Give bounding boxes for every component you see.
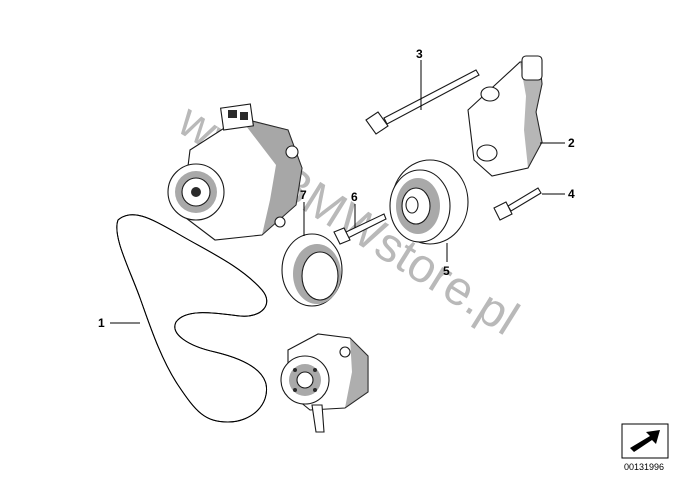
tensioner-bracket bbox=[467, 55, 543, 177]
arrow-stamp-icon bbox=[621, 423, 669, 459]
idler-pulley bbox=[281, 233, 343, 307]
short-bolt bbox=[493, 187, 542, 221]
callout-5: 5 bbox=[443, 264, 450, 278]
diagram-id: 00131996 bbox=[624, 462, 664, 472]
tensioner-pulley bbox=[389, 159, 469, 245]
ac-compressor bbox=[167, 103, 303, 241]
drive-belt bbox=[116, 214, 268, 423]
leader-lines bbox=[110, 60, 565, 324]
callout-3: 3 bbox=[416, 47, 423, 61]
callout-6: 6 bbox=[351, 190, 358, 204]
power-steering-pump bbox=[280, 333, 369, 433]
callout-1: 1 bbox=[98, 316, 105, 330]
callout-4: 4 bbox=[568, 187, 575, 201]
callout-7: 7 bbox=[300, 188, 307, 202]
pulley-bolt bbox=[333, 213, 387, 245]
callout-2: 2 bbox=[568, 136, 575, 150]
long-bolt bbox=[365, 69, 480, 135]
